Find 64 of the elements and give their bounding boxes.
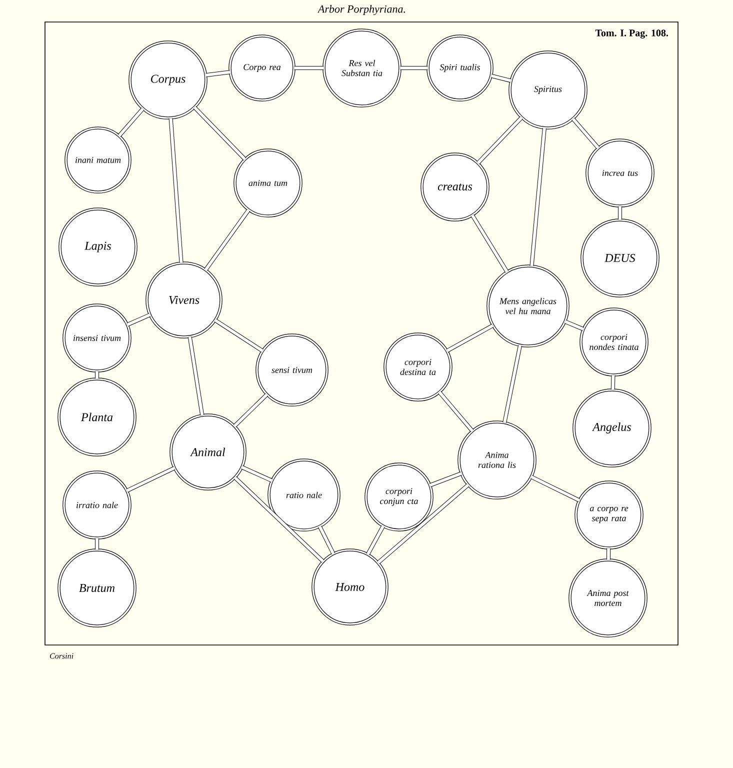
- band-connector: [530, 128, 546, 266]
- band-connector: [530, 475, 580, 502]
- band-connector: [572, 118, 600, 150]
- band-connector: [126, 313, 151, 326]
- circle-node: sensi tivum: [256, 334, 328, 406]
- circle-node: Anima rationa lis: [458, 420, 536, 500]
- circle-node: anima tum: [234, 148, 302, 218]
- band-connector: [294, 66, 324, 70]
- band-connector: [446, 324, 494, 353]
- band-connector: [606, 548, 611, 560]
- band-connector: [610, 375, 616, 390]
- circle-node: DEUS: [580, 218, 660, 298]
- circle-node: Anima post mortem: [568, 558, 648, 638]
- band-connector: [490, 74, 512, 83]
- circle-node: increa tus: [586, 138, 654, 208]
- circle-node: Animal: [170, 414, 246, 490]
- band-connector: [241, 465, 273, 482]
- circle-node: creatus: [420, 152, 490, 222]
- band-connector: [168, 118, 184, 263]
- band-connector: [470, 214, 509, 273]
- circle-node: Planta: [58, 378, 136, 456]
- circle-node: Res vel Substan tia: [322, 28, 402, 108]
- circle-node: Brutum: [58, 548, 136, 628]
- circle-node: Vivens: [146, 262, 222, 338]
- band-connector: [188, 336, 204, 416]
- band-connector: [318, 526, 336, 555]
- band-connector: [564, 320, 584, 331]
- circle-node: corpori conjun cta: [364, 462, 434, 532]
- band-connector: [118, 108, 144, 138]
- band-connector: [429, 472, 462, 488]
- circle-node: Spiri tualis: [426, 34, 494, 102]
- title: Arbor Porphyriana.: [317, 5, 405, 15]
- engraver-signature: Corsini: [50, 653, 74, 659]
- circle-node: corpori destina ta: [384, 332, 452, 402]
- circle-node: irratio nale: [62, 470, 132, 540]
- band-connector: [400, 66, 428, 70]
- band-connector: [502, 345, 522, 423]
- circle-node: insensi tivum: [62, 304, 132, 372]
- band-connector: [206, 70, 230, 78]
- circle-node: Angelus: [572, 388, 652, 468]
- circle-node: a corpo re sepa rata: [574, 480, 644, 550]
- circle-node: Corpus: [128, 40, 208, 120]
- band-connector: [204, 208, 250, 271]
- band-connector: [126, 466, 176, 492]
- band-connector: [366, 525, 385, 556]
- band-connector: [95, 371, 99, 379]
- circle-node: Homo: [312, 548, 388, 626]
- circle-node: corpori nondes tinata: [580, 308, 648, 376]
- band-connector: [234, 476, 324, 563]
- circle-node: Lapis: [58, 208, 138, 286]
- circle-node: Spiritus: [508, 50, 588, 130]
- band-connector: [214, 318, 264, 352]
- band-connector: [233, 393, 268, 428]
- band-connector: [618, 206, 622, 220]
- band-connector: [376, 484, 470, 564]
- circle-node: ratio nale: [268, 458, 340, 532]
- band-connector: [438, 391, 474, 432]
- band-connector: [476, 116, 523, 164]
- page-reference: Tom. I. Pag. 108.: [595, 30, 668, 38]
- band-connector: [193, 106, 246, 160]
- circle-node: Corpo rea: [228, 34, 296, 102]
- circle-node: Mens angelicas vel hu mana: [486, 264, 570, 348]
- circle-node: inani matum: [64, 126, 132, 194]
- band-connector: [95, 538, 99, 550]
